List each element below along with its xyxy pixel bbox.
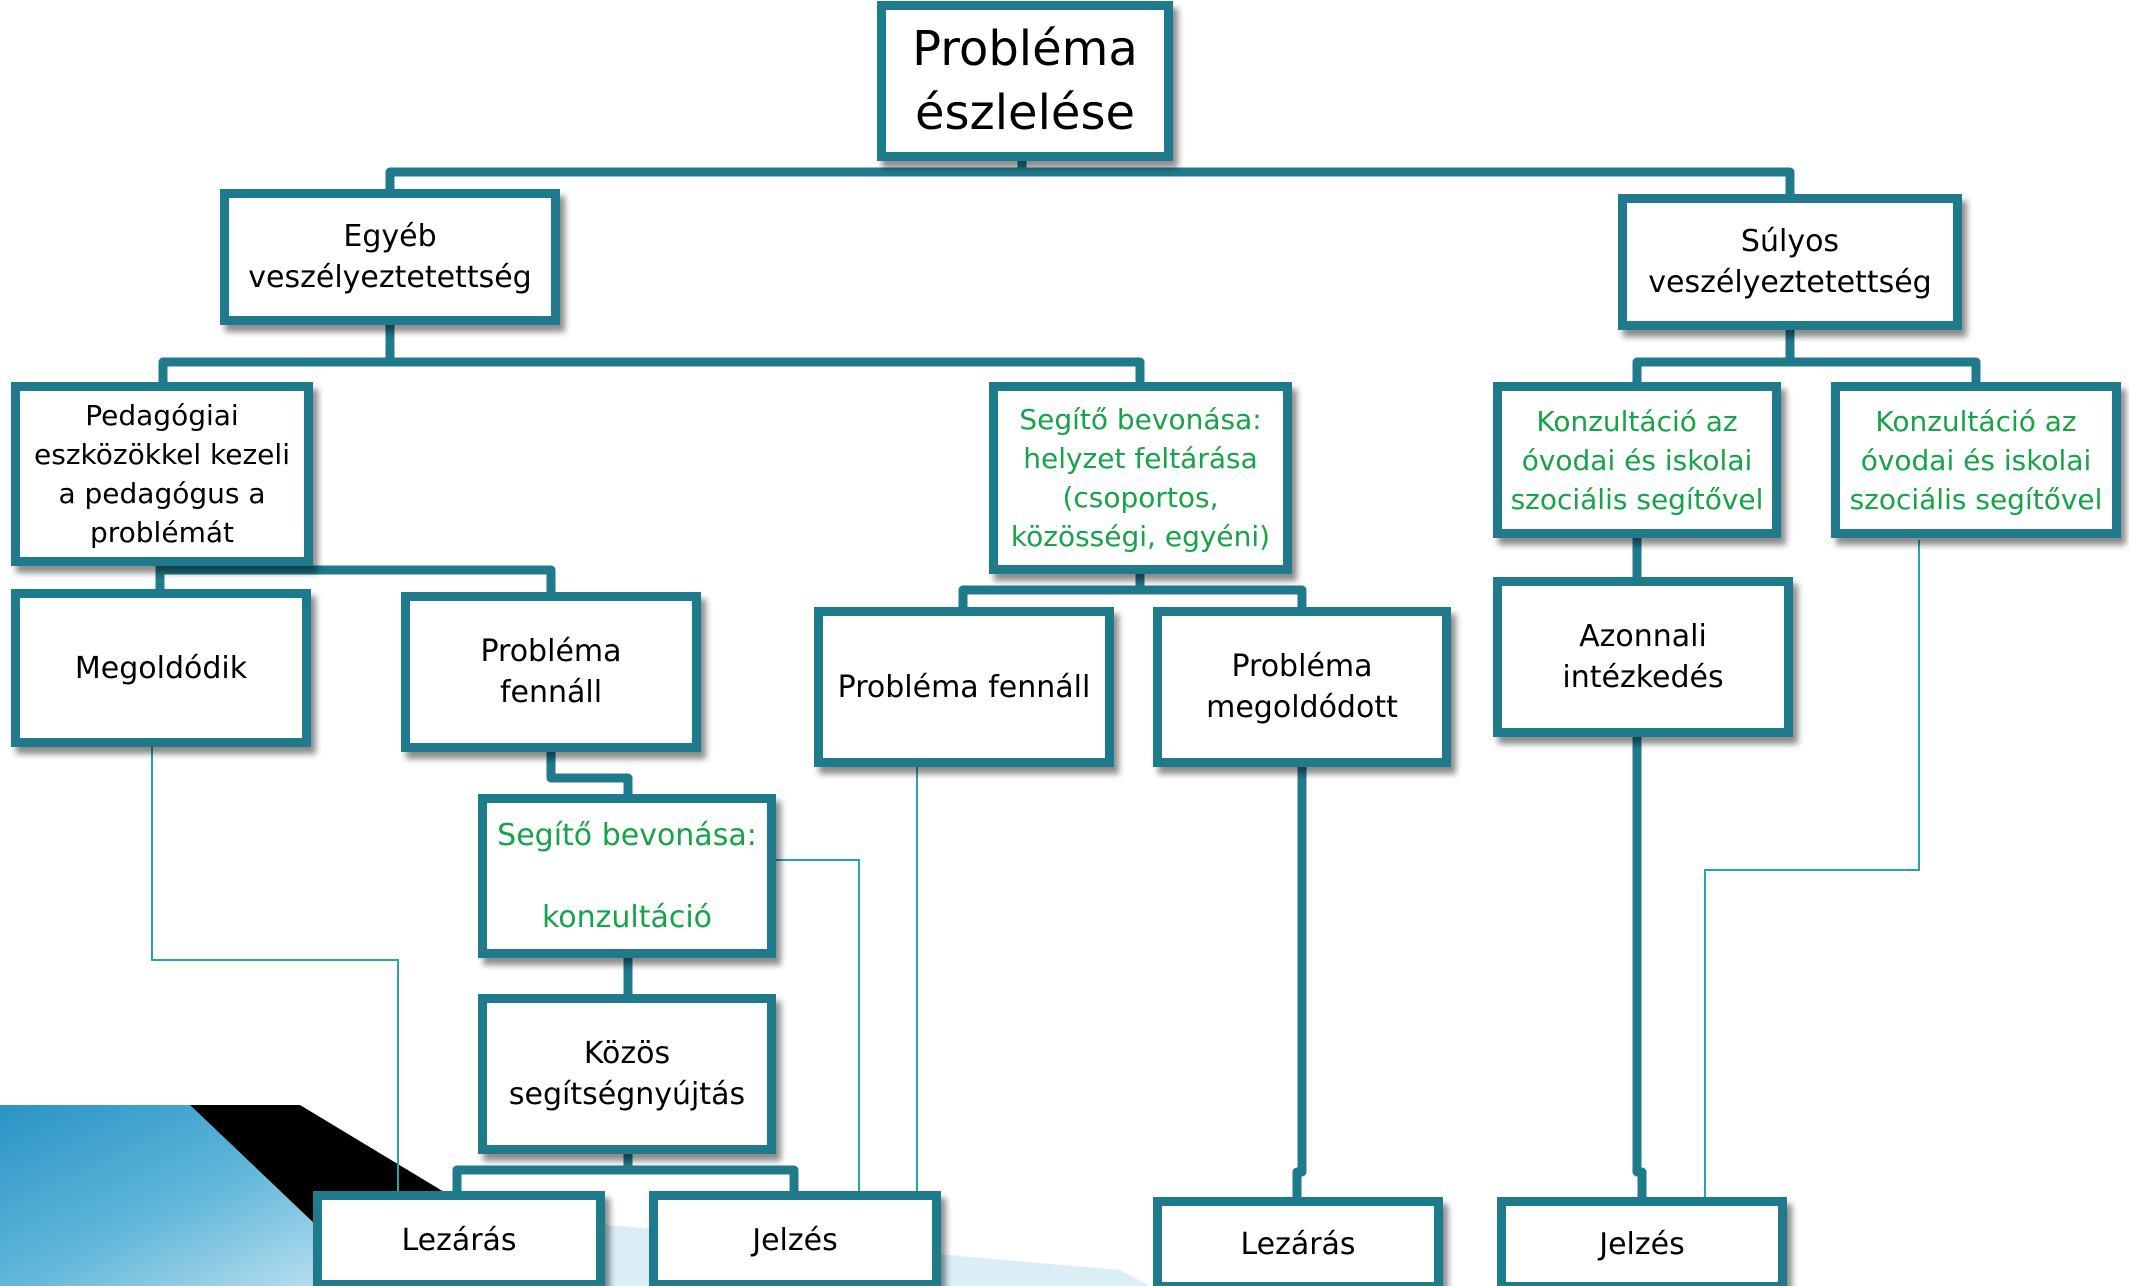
segito-konzultacio-node: Segítő bevonása: konzultáció	[482, 798, 772, 954]
pedagogiai-node: Pedagógiai eszközökkel kezeli a pedagógu…	[15, 386, 309, 562]
problema-fennall-node-1: Probléma fennáll	[405, 596, 697, 748]
konzultacio-node-1: Konzultáció az óvodai és iskolai szociál…	[1497, 386, 1777, 534]
egyeb-node-label: Egyéb veszélyeztetettség	[248, 219, 532, 295]
egyeb-node: Egyéb veszélyeztetettség	[224, 193, 556, 321]
problema-megoldodott-node: Probléma megoldódott	[1157, 611, 1447, 763]
connector-kozos-lezaras1	[452, 1148, 633, 1196]
connector-root-sulyos	[1022, 167, 1795, 200]
jelzes-node-2: Jelzés	[1501, 1201, 1783, 1286]
jelzes-node-2-label: Jelzés	[1599, 1226, 1685, 1262]
connector-root-egyeb	[385, 155, 1027, 196]
connector-megoldodott-lezaras2	[1292, 762, 1307, 1202]
konzultacio-node-1-label: Konzultáció az óvodai és iskolai szociál…	[1510, 404, 1764, 516]
sulyos-node: Súlyos veszélyeztetettség	[1622, 198, 1958, 326]
thick-connectors	[155, 155, 1981, 1202]
problema-megoldodott-node-label: Probléma megoldódott	[1206, 649, 1398, 725]
segito-feltaras-node: Segítő bevonása: helyzet feltárása (csop…	[993, 386, 1288, 570]
connector-fennall1-segitokonz	[546, 746, 633, 800]
connector-sulyos-konz2	[1790, 357, 1981, 388]
connector-ped-fennall	[160, 565, 556, 598]
lezaras-node-1-label: Lezárás	[401, 1222, 517, 1258]
connector-segito-megoldodott	[1140, 585, 1307, 612]
thin-segitokonz-jelzes1	[767, 859, 860, 1198]
megoldodik-node: Megoldódik	[15, 593, 307, 743]
connector-egyeb-segito	[390, 357, 1145, 388]
konzultacio-node-2-label: Konzultáció az óvodai és iskolai szociál…	[1849, 404, 2103, 516]
connector-segito-fennall2	[958, 568, 1145, 612]
thin-konz2-jelzes2	[1704, 540, 1920, 1202]
decor-light-shape	[0, 1105, 380, 1286]
root-node-label: Probléma észlelése	[912, 21, 1138, 141]
kozos-segitsegnyujtas-node-label: Közös segítségnyújtás	[508, 1036, 746, 1112]
connector-sulyos-konz1	[1632, 324, 1795, 388]
jelzes-node-1: Jelzés	[653, 1195, 937, 1285]
connector-egyeb-pedagogiai	[158, 318, 395, 388]
lezaras-node-1: Lezárás	[317, 1195, 601, 1285]
jelzes-node-1-label: Jelzés	[752, 1222, 838, 1258]
segito-feltaras-node-label: Segítő bevonása: helyzet feltárása (csop…	[1010, 403, 1271, 553]
problema-fennall-node-1-label: Probléma fennáll	[480, 634, 622, 710]
megoldodik-node-label: Megoldódik	[74, 650, 248, 686]
connector-azonnali-jelzes2	[1632, 732, 1647, 1202]
lezaras-node-2-label: Lezárás	[1240, 1226, 1356, 1262]
konzultacio-node-2: Konzultáció az óvodai és iskolai szociál…	[1835, 386, 2117, 534]
problema-fennall-node-2: Probléma fennáll	[818, 611, 1110, 763]
azonnali-intezkedes-node: Azonnali intézkedés	[1497, 581, 1789, 733]
connector-kozos-jelzes1	[628, 1165, 799, 1196]
pedagogiai-node-label: Pedagógiai eszközökkel kezeli a pedagógu…	[34, 399, 290, 549]
kozos-segitsegnyujtas-node: Közös segítségnyújtás	[482, 998, 772, 1150]
sulyos-node-label: Súlyos veszélyeztetettség	[1648, 224, 1932, 300]
problema-fennall-node-2-label: Probléma fennáll	[837, 669, 1091, 705]
thin-connectors	[151, 540, 1920, 1202]
segito-konzultacio-node-label: Segítő bevonása: konzultáció	[497, 817, 757, 935]
root-node: Probléma észlelése	[881, 5, 1169, 157]
thin-megoldodik-lezaras1	[151, 728, 399, 1198]
lezaras-node-2: Lezárás	[1157, 1201, 1439, 1286]
azonnali-intezkedes-node-label: Azonnali intézkedés	[1562, 619, 1724, 695]
